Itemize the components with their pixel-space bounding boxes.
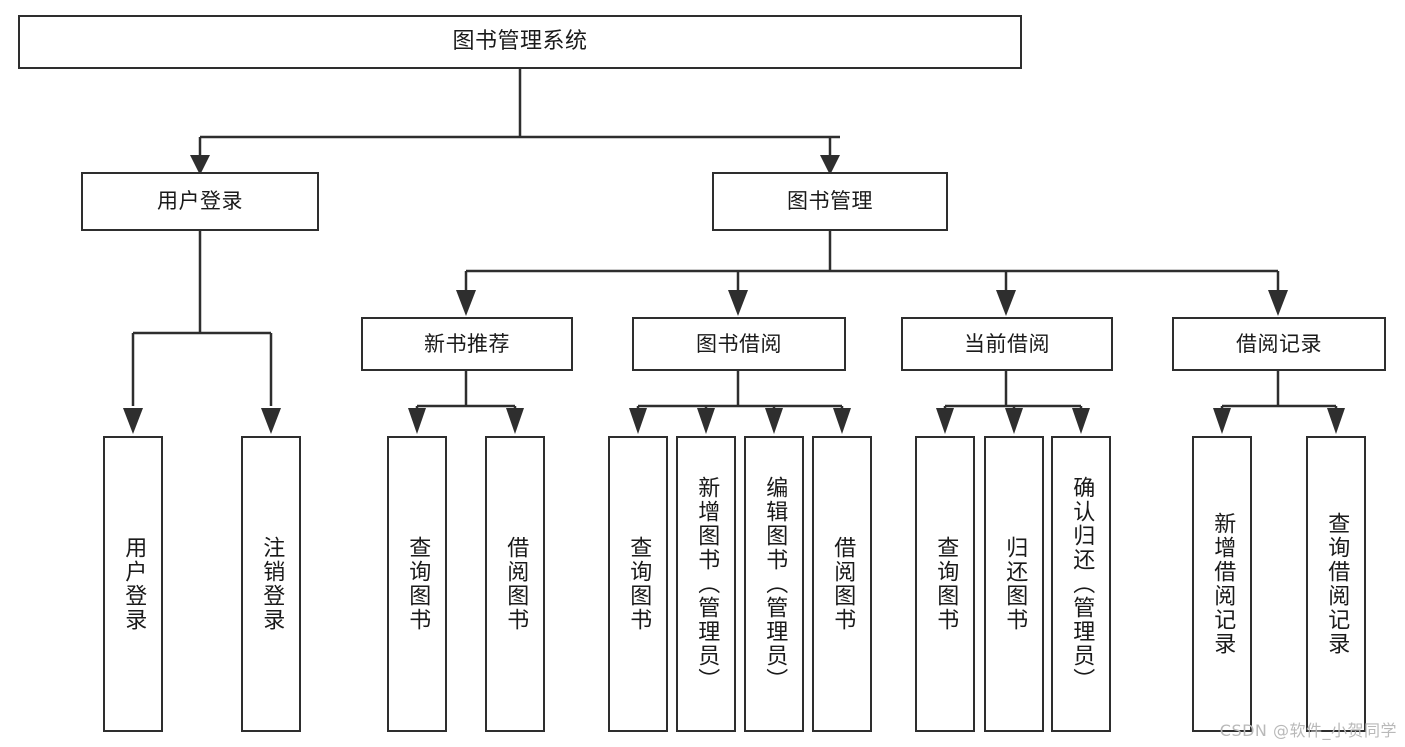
node-label: 图书借阅 [696,331,782,356]
leaf-edit-book-admin[interactable]: 编辑图书（管理员） [744,436,804,732]
leaf-borrow-book[interactable]: 借阅图书 [812,436,872,732]
node-label: 图书管理系统 [452,29,588,55]
leaf-return-book[interactable]: 归还图书 [984,436,1044,732]
node-label: 查询图书 [405,536,431,632]
node-book-borrow[interactable]: 图书借阅 [632,317,846,371]
leaf-add-borrow-record[interactable]: 新增借阅记录 [1192,436,1252,732]
node-label: 确认归还（管理员） [1069,476,1095,692]
leaf-query-book-borrow[interactable]: 查询图书 [608,436,668,732]
node-label: 图书管理 [787,189,873,214]
node-label: 查询图书 [626,536,652,632]
node-label: 借阅图书 [830,536,856,632]
leaf-query-borrow-record[interactable]: 查询借阅记录 [1306,436,1366,732]
node-user-login[interactable]: 用户登录 [81,172,319,231]
node-label: 注销登录 [259,536,285,632]
node-book-management[interactable]: 图书管理 [712,172,948,231]
node-label: 用户登录 [121,536,147,632]
node-label: 用户登录 [157,189,243,214]
node-label: 查询借阅记录 [1324,512,1350,656]
node-label: 新增图书（管理员） [694,476,720,692]
node-label: 新书推荐 [424,331,510,356]
node-root-book-management-system[interactable]: 图书管理系统 [18,15,1022,69]
node-label: 查询图书 [933,536,959,632]
node-label: 编辑图书（管理员） [762,476,788,692]
leaf-user-login[interactable]: 用户登录 [103,436,163,732]
node-label: 归还图书 [1002,536,1028,632]
leaf-logout[interactable]: 注销登录 [241,436,301,732]
node-new-book-recommendation[interactable]: 新书推荐 [361,317,573,371]
node-label: 借阅图书 [503,536,529,632]
node-current-borrow[interactable]: 当前借阅 [901,317,1113,371]
node-borrow-record[interactable]: 借阅记录 [1172,317,1386,371]
leaf-query-book-current[interactable]: 查询图书 [915,436,975,732]
leaf-confirm-return-admin[interactable]: 确认归还（管理员） [1051,436,1111,732]
node-label: 借阅记录 [1236,331,1322,356]
node-label: 新增借阅记录 [1210,512,1236,656]
leaf-query-book-recommendation[interactable]: 查询图书 [387,436,447,732]
node-label: 当前借阅 [964,331,1050,356]
csdn-watermark: CSDN @软件_小贺同学 [1219,721,1397,740]
leaf-borrow-book-recommendation[interactable]: 借阅图书 [485,436,545,732]
leaf-add-book-admin[interactable]: 新增图书（管理员） [676,436,736,732]
